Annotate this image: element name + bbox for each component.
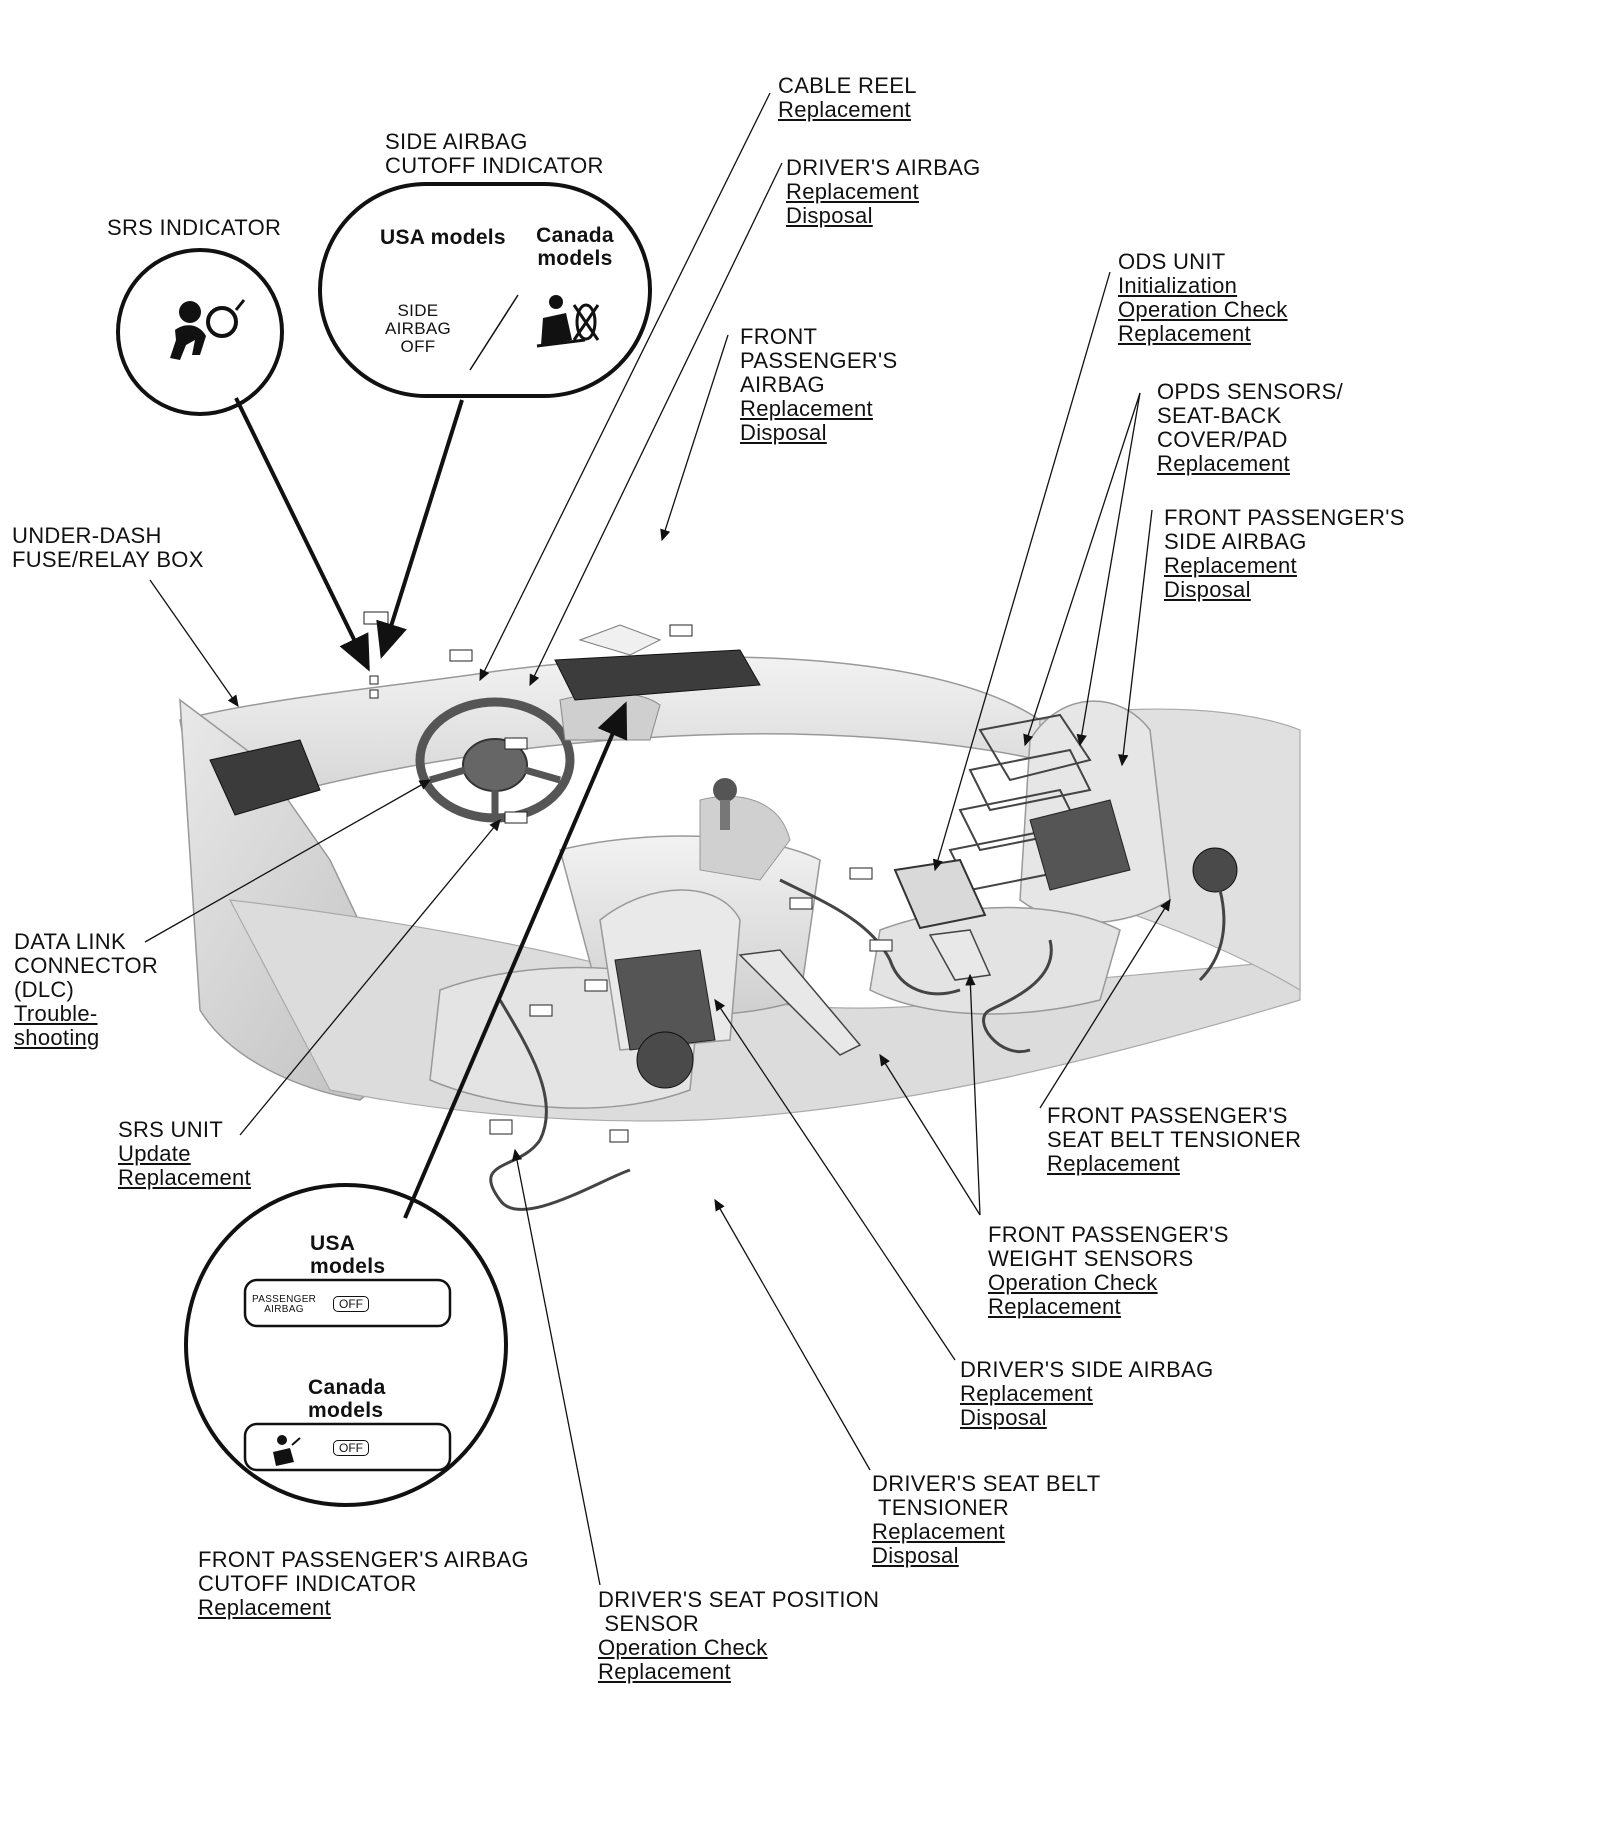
- weight-sensors-operation-check-link[interactable]: Operation Check: [988, 1270, 1158, 1295]
- label-srs-indicator: SRS INDICATOR: [107, 215, 282, 240]
- front-passenger-airbag-replacement-link[interactable]: Replacement: [740, 396, 873, 421]
- opds-sensors-replacement-link[interactable]: Replacement: [1157, 451, 1290, 476]
- label-front-passenger-seat-belt-tensioner: FRONT PASSENGER'S SEAT BELT TENSIONER Re…: [1047, 1103, 1302, 1176]
- seat-position-sensor-replacement-link[interactable]: Replacement: [598, 1659, 731, 1684]
- drivers-airbag-replacement-link[interactable]: Replacement: [786, 179, 919, 204]
- pass-airbag-inset-usa-caption: USA models: [310, 1232, 386, 1278]
- label-front-passenger-airbag-cutoff-indicator: FRONT PASSENGER'S AIRBAG CUTOFF INDICATO…: [198, 1547, 529, 1620]
- label-srs-unit: SRS UNIT Update Replacement: [118, 1117, 251, 1190]
- front-passenger-side-airbag-replacement-link[interactable]: Replacement: [1164, 553, 1297, 578]
- label-drivers-seat-position-sensor: DRIVER'S SEAT POSITION SENSOR Operation …: [598, 1587, 880, 1684]
- side-airbag-off-indicator: SIDE AIRBAG OFF: [384, 301, 452, 356]
- label-cable-reel: CABLE REEL Replacement: [778, 73, 917, 122]
- canada-off-indicator: OFF: [333, 1440, 369, 1456]
- label-drivers-side-airbag: DRIVER'S SIDE AIRBAG Replacement Disposa…: [960, 1357, 1214, 1430]
- dlc-troubleshooting-link-1[interactable]: Trouble-: [14, 1001, 98, 1026]
- passenger-airbag-cutoff-inset: [184, 1183, 508, 1507]
- leader-lines: [144, 92, 1171, 1586]
- passenger-airbag-tag: PASSENGER AIRBAG: [252, 1294, 317, 1315]
- usa-off-indicator: OFF: [333, 1296, 369, 1312]
- ods-operation-check-link[interactable]: Operation Check: [1118, 297, 1288, 322]
- label-front-passenger-weight-sensors: FRONT PASSENGER'S WEIGHT SENSORS Operati…: [988, 1222, 1229, 1319]
- front-passenger-airbag-disposal-link[interactable]: Disposal: [740, 420, 827, 445]
- label-ods-unit: ODS UNIT Initialization Operation Check …: [1118, 249, 1288, 346]
- car-interior-illustration: [179, 611, 1301, 1211]
- label-drivers-airbag: DRIVER'S AIRBAG Replacement Disposal: [786, 155, 981, 228]
- side-airbag-inset-canada-caption: Canada models: [536, 224, 614, 270]
- label-side-airbag-cutoff-indicator: SIDE AIRBAG CUTOFF INDICATOR: [385, 129, 604, 178]
- pass-airbag-inset-canada-caption: Canada models: [308, 1376, 386, 1422]
- drivers-seat-belt-tensioner-disposal-link[interactable]: Disposal: [872, 1543, 959, 1568]
- drivers-side-airbag-replacement-link[interactable]: Replacement: [960, 1381, 1093, 1406]
- label-under-dash-fuse-relay-box: UNDER-DASH FUSE/RELAY BOX: [12, 523, 204, 572]
- ods-replacement-link[interactable]: Replacement: [1118, 321, 1251, 346]
- seat-position-sensor-operation-check-link[interactable]: Operation Check: [598, 1635, 768, 1660]
- srs-unit-replacement-link[interactable]: Replacement: [118, 1165, 251, 1190]
- weight-sensors-replacement-link[interactable]: Replacement: [988, 1294, 1121, 1319]
- srs-unit-update-link[interactable]: Update: [118, 1141, 191, 1166]
- label-drivers-seat-belt-tensioner: DRIVER'S SEAT BELT TENSIONER Replacement…: [872, 1471, 1101, 1568]
- label-opds-sensors: OPDS SENSORS/ SEAT-BACK COVER/PAD Replac…: [1157, 379, 1344, 476]
- cable-reel-replacement-link[interactable]: Replacement: [778, 97, 911, 122]
- front-passenger-airbag-cutoff-replacement-link[interactable]: Replacement: [198, 1595, 331, 1620]
- drivers-seat-belt-tensioner-replacement-link[interactable]: Replacement: [872, 1519, 1005, 1544]
- dlc-troubleshooting-link-2[interactable]: shooting: [14, 1025, 100, 1050]
- srs-indicator-inset: [116, 248, 284, 416]
- drivers-side-airbag-disposal-link[interactable]: Disposal: [960, 1405, 1047, 1430]
- label-front-passenger-side-airbag: FRONT PASSENGER'S SIDE AIRBAG Replacemen…: [1164, 505, 1405, 602]
- label-front-passenger-airbag: FRONT PASSENGER'S AIRBAG Replacement Dis…: [740, 324, 898, 445]
- side-airbag-cutoff-inset: [318, 182, 652, 398]
- ods-initialization-link[interactable]: Initialization: [1118, 273, 1238, 298]
- drivers-airbag-disposal-link[interactable]: Disposal: [786, 203, 873, 228]
- front-passenger-side-airbag-disposal-link[interactable]: Disposal: [1164, 577, 1251, 602]
- front-passenger-seat-belt-tensioner-replacement-link[interactable]: Replacement: [1047, 1151, 1180, 1176]
- side-airbag-inset-usa-caption: USA models: [380, 226, 506, 249]
- label-data-link-connector: DATA LINK CONNECTOR (DLC) Trouble- shoot…: [14, 929, 159, 1050]
